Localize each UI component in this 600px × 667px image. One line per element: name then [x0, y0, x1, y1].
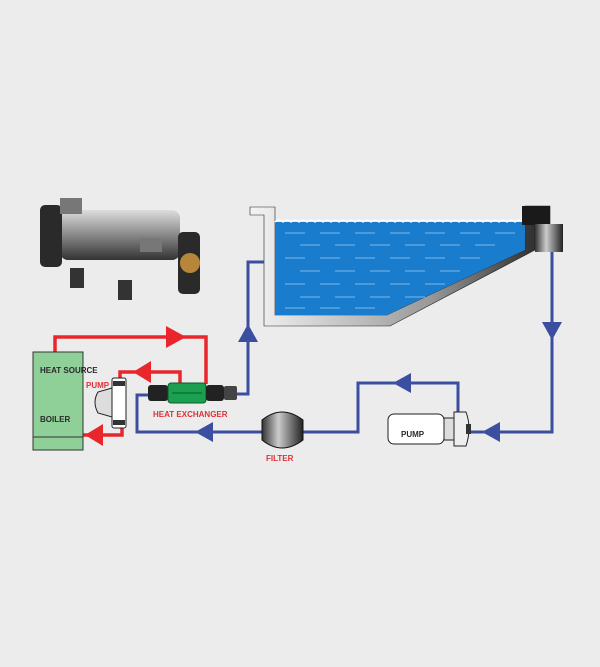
heat-exchanger [148, 382, 237, 404]
heat-exchanger-label: HEAT EXCHANGER [153, 410, 228, 419]
heat-source-label: HEAT SOURCE [40, 366, 98, 375]
filter [261, 411, 304, 449]
flow-arrow-left-icon [195, 422, 213, 442]
flow-arrow-left-icon [85, 424, 103, 446]
boiler [32, 351, 84, 451]
boiler-pump [94, 377, 127, 429]
pool-pump [387, 411, 471, 447]
boiler-label: BOILER [40, 415, 71, 424]
pool-pump-label: PUMP [401, 430, 425, 439]
flow-arrow-up-icon [238, 324, 258, 342]
flow-arrow-down-icon [542, 322, 562, 340]
flow-arrow-left-icon [482, 422, 500, 442]
swimming-pool [249, 205, 563, 327]
flow-arrow-right-icon [166, 326, 186, 348]
flow-arrow-left-icon [393, 373, 411, 393]
boiler-pump-label: PUMP [86, 381, 110, 390]
heat-exchanger-photo [40, 198, 200, 300]
flow-arrow-left-icon [133, 361, 151, 383]
filter-label: FILTER [266, 454, 294, 463]
